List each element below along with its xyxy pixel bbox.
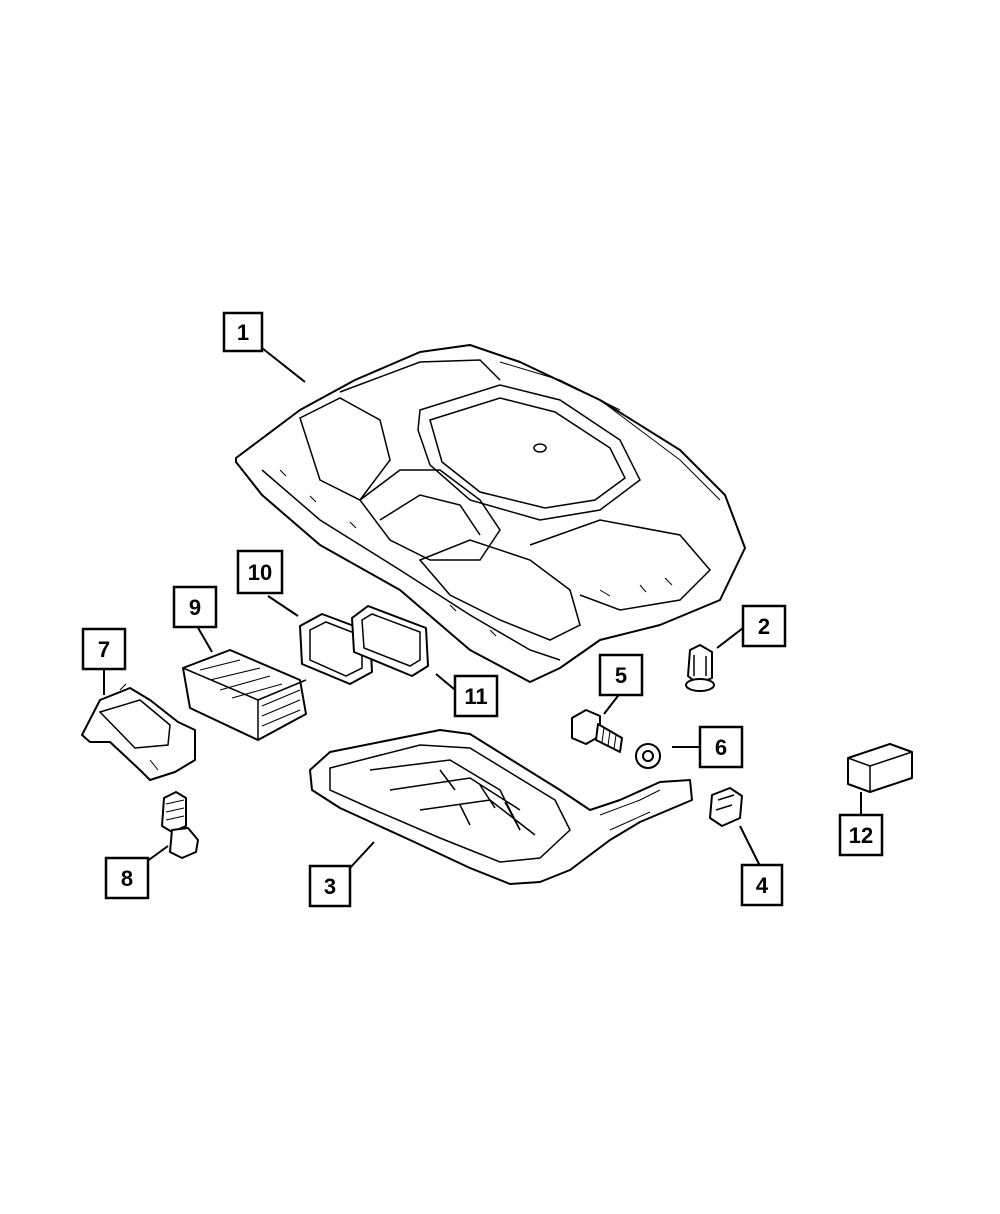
callout-label: 11 [464, 684, 487, 709]
callout-5[interactable]: 5 [598, 653, 644, 697]
leader-4 [739, 825, 761, 867]
leader-lines [103, 347, 862, 869]
block-part[interactable] [847, 743, 913, 793]
callout-label: 4 [756, 873, 769, 898]
callout-3[interactable]: 3 [308, 864, 352, 908]
callout-label: 6 [715, 735, 727, 760]
callout-label: 12 [849, 823, 873, 848]
callout-9[interactable]: 9 [172, 585, 218, 629]
leader-2 [716, 627, 744, 649]
callout-2[interactable]: 2 [741, 604, 787, 648]
callout-label: 9 [189, 595, 201, 620]
callout-label: 7 [98, 637, 110, 662]
leader-8 [145, 845, 169, 863]
clip-part[interactable] [685, 644, 715, 692]
screw-part[interactable] [161, 791, 199, 859]
callout-1[interactable]: 1 [222, 311, 264, 353]
bolt-part[interactable] [571, 709, 623, 753]
leader-1 [261, 347, 306, 383]
callout-label: 8 [121, 866, 133, 891]
callout-6[interactable]: 6 [698, 725, 744, 769]
callout-10[interactable]: 10 [236, 549, 284, 595]
callout-label: 3 [324, 874, 336, 899]
callout-11[interactable]: 11 [453, 674, 499, 718]
headliner-part[interactable] [235, 344, 746, 683]
callout-label: 2 [758, 614, 770, 639]
mounting-bracket-part[interactable] [81, 683, 196, 781]
leader-9 [196, 625, 213, 653]
trim-frame-part[interactable] [351, 605, 429, 677]
washer-part[interactable] [635, 743, 661, 769]
module-part[interactable] [182, 649, 307, 741]
bracket-clip-part[interactable] [709, 787, 743, 827]
console-frame-part[interactable] [309, 729, 693, 885]
leader-10 [267, 595, 299, 617]
callout-4[interactable]: 4 [740, 863, 784, 907]
callout-label: 5 [615, 663, 627, 688]
leader-3 [349, 841, 375, 869]
callout-7[interactable]: 7 [81, 627, 127, 671]
callout-label: 10 [248, 560, 272, 585]
callout-label: 1 [237, 320, 249, 345]
callout-12[interactable]: 12 [838, 813, 884, 857]
callout-8[interactable]: 8 [104, 856, 150, 900]
